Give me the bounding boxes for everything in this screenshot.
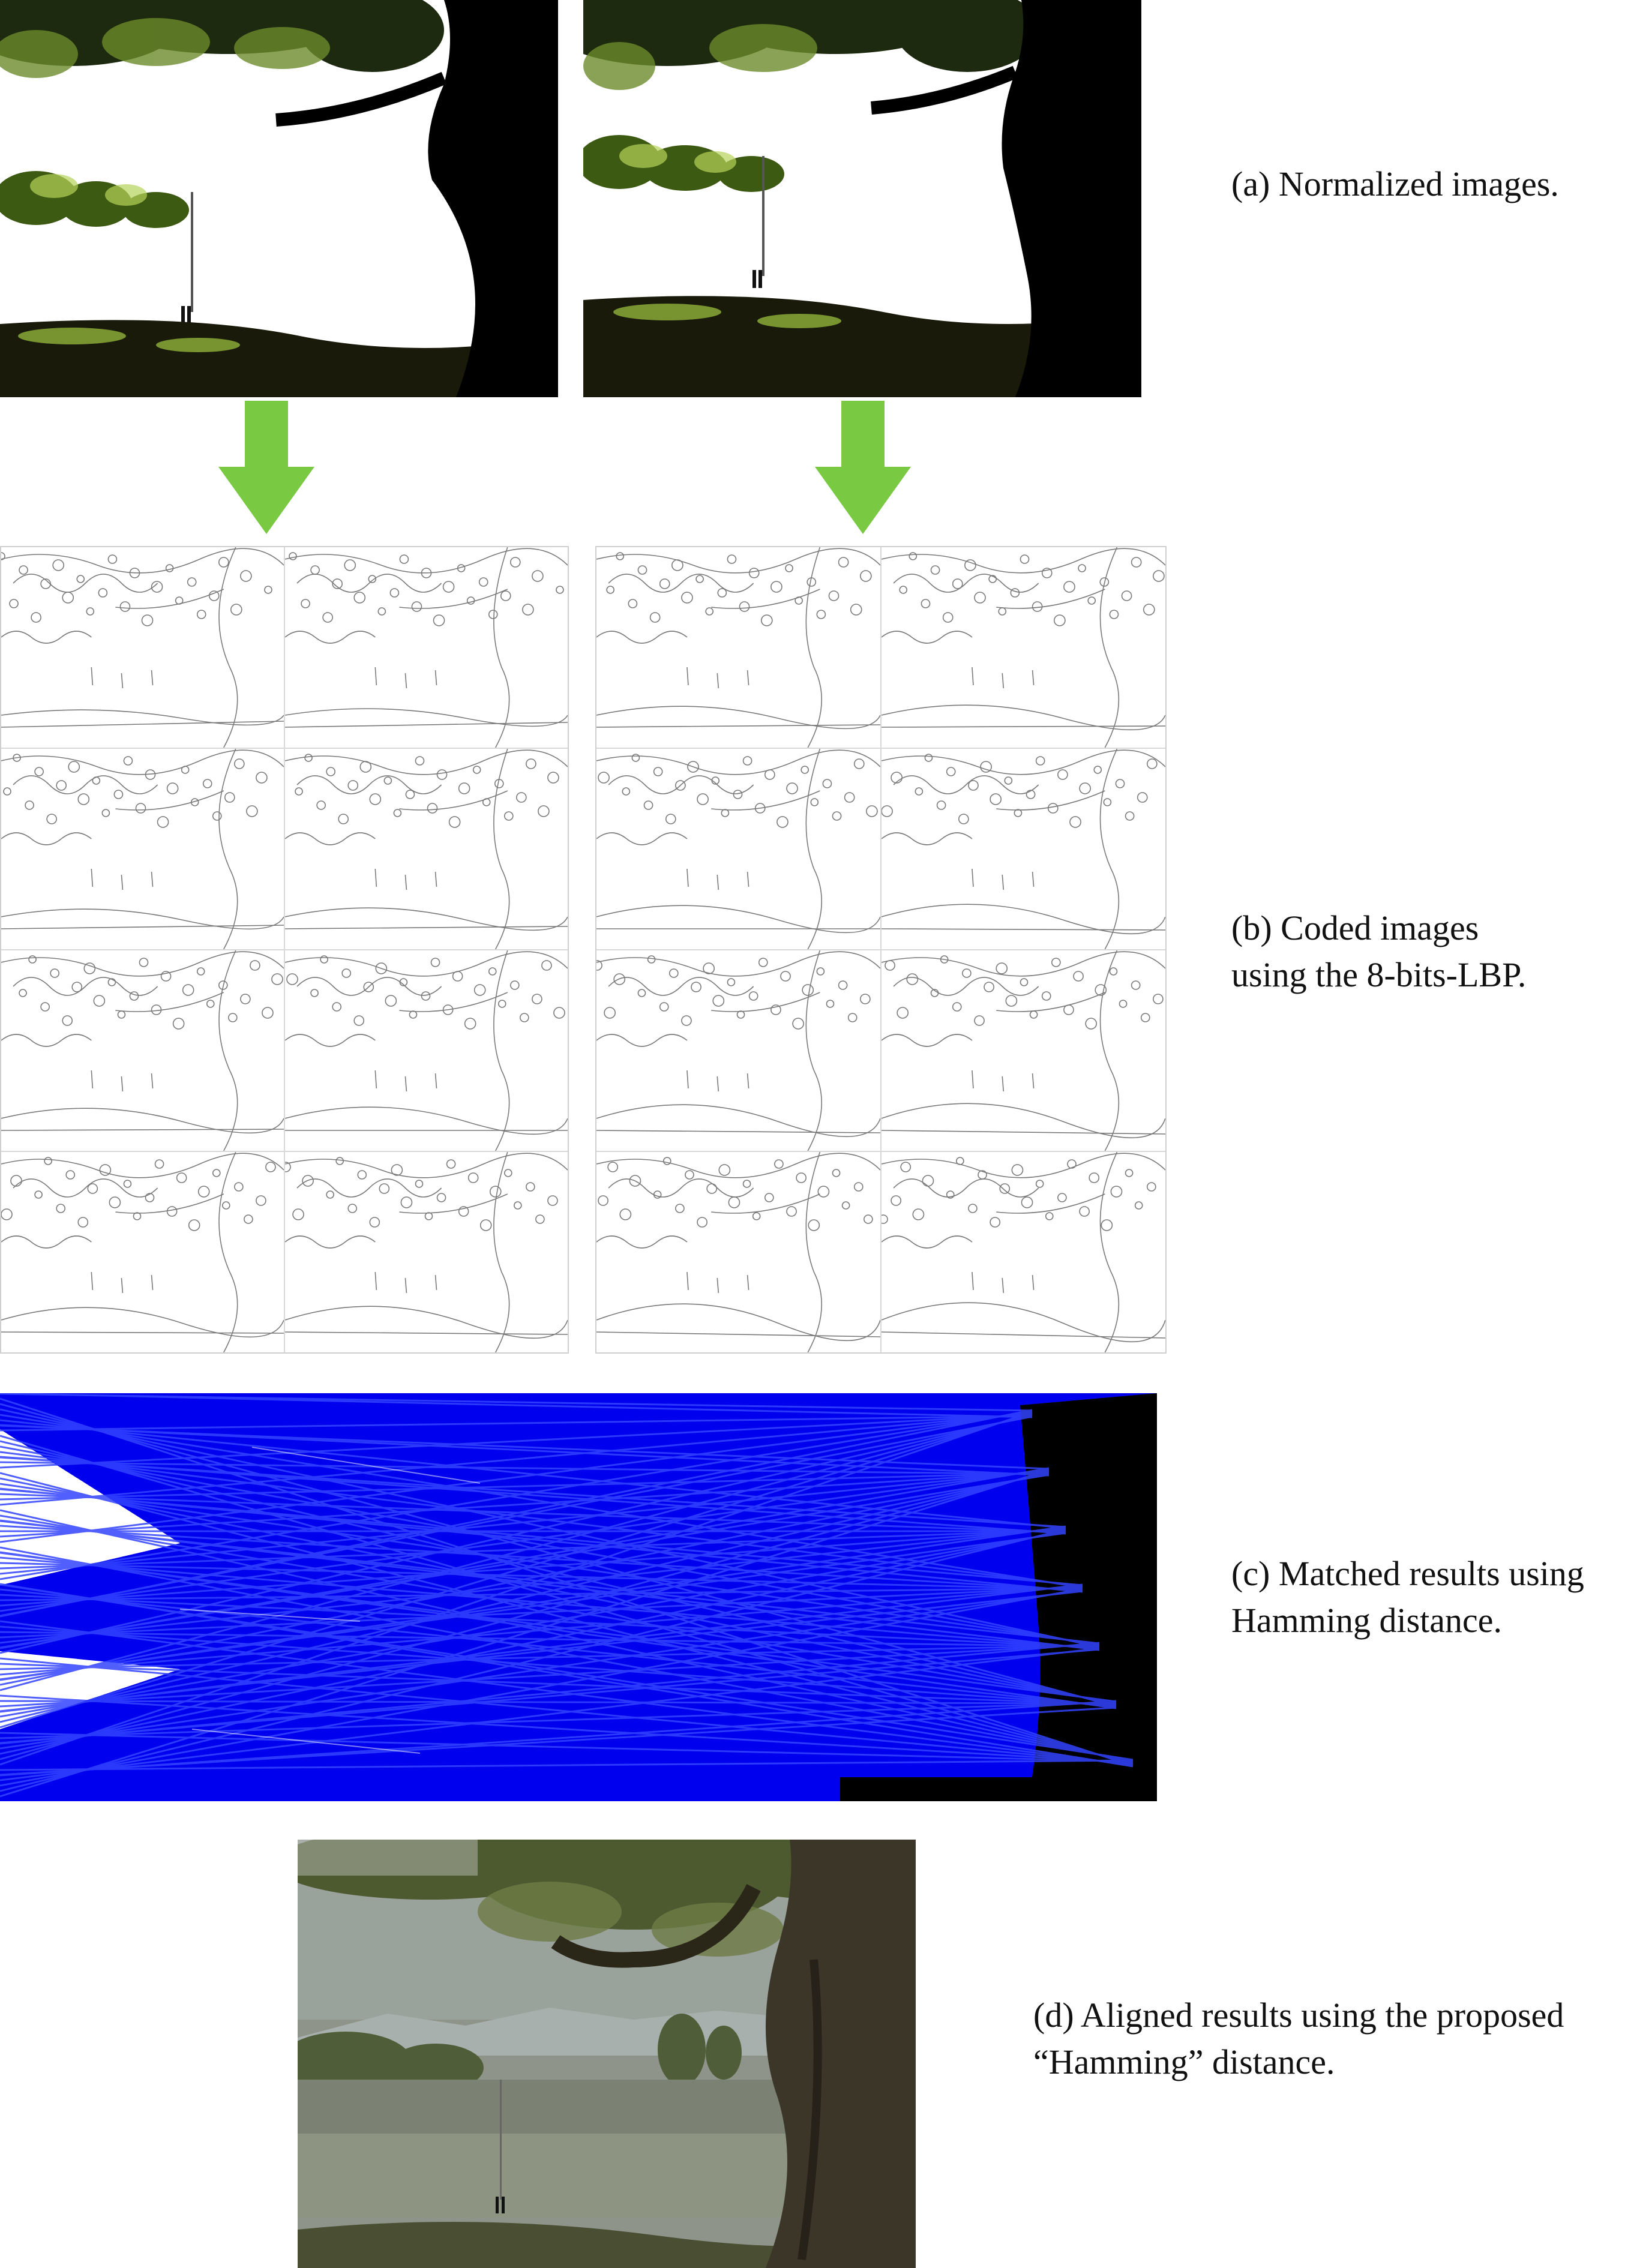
lbp-coded-image — [882, 547, 1165, 748]
match-line — [0, 1556, 1100, 1650]
match-line — [0, 1467, 1050, 1649]
match-line — [0, 1414, 1033, 1469]
match-line — [0, 1456, 1066, 1528]
caption-c-line-1: (c) Matched results using — [1231, 1554, 1584, 1593]
match-line — [0, 1408, 1100, 1648]
match-line — [0, 1472, 1050, 1501]
match-line — [0, 1647, 1100, 1781]
match-line — [0, 1587, 1083, 1601]
match-line — [0, 1562, 1083, 1591]
match-line — [0, 1488, 1083, 1586]
caption-b: (b) Coded images using the 8-bits-LBP. — [1231, 905, 1526, 998]
match-line — [0, 1509, 1134, 1763]
match-line — [0, 1594, 1100, 1649]
caption-b-line-2: using the 8-bits-LBP. — [1231, 955, 1527, 994]
lbp-coded-image — [882, 749, 1165, 949]
lbp-coded-image — [596, 749, 880, 949]
caption-c: (c) Matched results using Hamming distan… — [1231, 1550, 1584, 1644]
matched-results-image — [0, 1393, 1157, 1801]
lbp-coded-image — [596, 950, 880, 1151]
lbp-coded-image — [1, 547, 284, 748]
match-line — [0, 1412, 1033, 1729]
arrow-shape-right — [815, 401, 911, 534]
match-line — [0, 1583, 1134, 1761]
caption-c-line-2: Hamming distance. — [1231, 1601, 1503, 1640]
lbp-coded-image — [285, 1152, 568, 1352]
match-line — [0, 1620, 1134, 1766]
match-line — [0, 1469, 1050, 1575]
match-line — [0, 1520, 1100, 1645]
lbp-coded-image — [1, 1152, 284, 1352]
match-line — [0, 1583, 1083, 1713]
match-line — [0, 1657, 1134, 1765]
lbp-coded-image — [1, 749, 284, 949]
caption-a-line-1: (a) Normalized images. — [1231, 164, 1559, 203]
match-line — [0, 1631, 1100, 1648]
match-line — [0, 1585, 1083, 1676]
arrow-shape-left — [218, 401, 314, 534]
lbp-coded-image — [596, 547, 880, 748]
lbp-coded-image — [1, 950, 284, 1151]
match-line — [0, 1411, 1033, 1766]
down-arrow-left — [218, 401, 314, 534]
match-line — [0, 1525, 1083, 1592]
match-line — [0, 1483, 1100, 1646]
match-line — [0, 1514, 1117, 1704]
lbp-grid-right — [595, 546, 1167, 1354]
match-line — [0, 1411, 1033, 1543]
match-line — [0, 1445, 1100, 1647]
normalized-image-right — [583, 0, 1141, 397]
match-line — [0, 1403, 1117, 1708]
lbp-coded-image — [882, 950, 1165, 1151]
match-line — [0, 1701, 1117, 1739]
match-line — [0, 1468, 1050, 1612]
match-line — [0, 1472, 1134, 1765]
lbp-coded-image — [285, 547, 568, 748]
match-line — [0, 1586, 1083, 1639]
match-line — [0, 1435, 1134, 1766]
aligned-result-image — [298, 1840, 916, 2268]
match-line — [0, 1471, 1050, 1538]
match-line — [0, 1529, 1066, 1570]
caption-d: (d) Aligned results using the proposed “… — [1033, 1992, 1564, 2086]
match-line — [0, 1526, 1066, 1644]
caption-d-line-2: “Hamming” distance. — [1033, 2042, 1335, 2081]
match-line — [0, 1470, 1050, 1760]
match-line — [0, 1409, 1033, 1618]
lbp-coded-image — [596, 1152, 880, 1352]
match-line — [0, 1493, 1066, 1534]
match-line — [0, 1410, 1033, 1580]
caption-a: (a) Normalized images. — [1231, 161, 1559, 208]
match-line — [0, 1477, 1117, 1705]
lbp-coded-image — [285, 950, 568, 1151]
match-line — [0, 1644, 1100, 1670]
match-line — [0, 1415, 1033, 1432]
match-line — [0, 1546, 1134, 1762]
caption-b-line-1: (b) Coded images — [1231, 908, 1479, 947]
match-line — [0, 1700, 1117, 1777]
match-line — [0, 1461, 1050, 1475]
match-line — [0, 1642, 1100, 1745]
match-line — [0, 1528, 1066, 1607]
caption-d-line-1: (d) Aligned results using the proposed — [1033, 1996, 1564, 2035]
lbp-coded-image — [285, 749, 568, 949]
match-line — [0, 1643, 1100, 1708]
match-line — [0, 1424, 1050, 1470]
match-line — [0, 1451, 1083, 1588]
down-arrow-right — [815, 401, 911, 534]
lbp-coded-image — [882, 1152, 1165, 1352]
normalized-image-left — [0, 0, 558, 397]
lbp-grid-left — [0, 546, 569, 1354]
match-line — [0, 1414, 1083, 1589]
match-line — [0, 1525, 1066, 1681]
match-line — [0, 1759, 1134, 1771]
match-line — [0, 1412, 1033, 1506]
match-line — [0, 1393, 1033, 1412]
match-line — [0, 1552, 1117, 1703]
match-line — [0, 1469, 1050, 1798]
match-line — [0, 1528, 1066, 1792]
match-line — [0, 1419, 1066, 1529]
